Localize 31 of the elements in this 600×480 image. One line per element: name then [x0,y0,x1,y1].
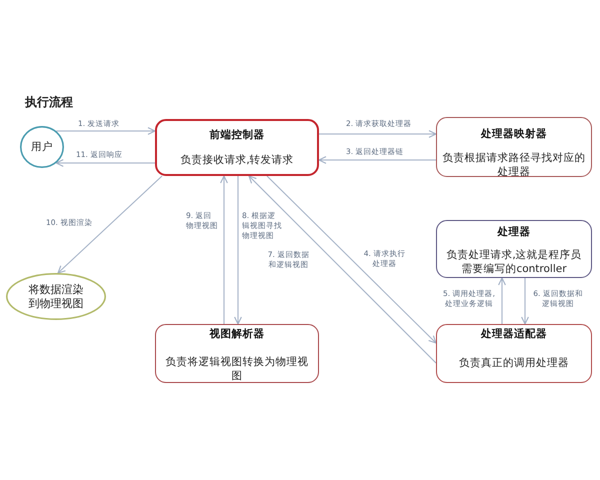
arrow [318,156,436,164]
arrow [521,278,529,325]
component-description: 负责处理请求,这就是程序员需要编写的controller [445,248,583,276]
arrow [234,176,242,325]
component-description: 负责真正的调用处理器 [459,356,569,370]
arrow [220,175,228,324]
component-name: 视图解析器 [210,328,264,341]
component-description: 负责根据请求路径寻找对应的处理器 [442,151,586,179]
component-name: 处理器映射器 [481,128,547,141]
arrow [56,127,156,135]
arrow [498,277,506,324]
actor-label: 用户 [31,140,53,154]
process-box [436,220,592,278]
component-description: 负责将逻辑视图转换为物理视图 [164,355,310,383]
arrow [57,176,162,274]
component-name: 前端控制器 [210,129,264,142]
process-box [155,119,319,176]
process-box [155,324,319,383]
arrow [318,130,437,138]
result-ellipse [6,273,106,320]
diagram-title: 执行流程 [25,95,73,110]
component-name: 处理器适配器 [481,328,547,341]
component-name: 处理器 [498,226,530,239]
arrow [248,175,436,364]
process-box [436,117,592,177]
arrow [56,159,156,167]
component-description: 负责接收请求,转发请求 [180,153,294,167]
step-description: 将数据渲染到物理视图 [28,282,84,310]
actor-circle [20,126,64,168]
process-box [436,324,592,383]
arrow [266,176,437,344]
